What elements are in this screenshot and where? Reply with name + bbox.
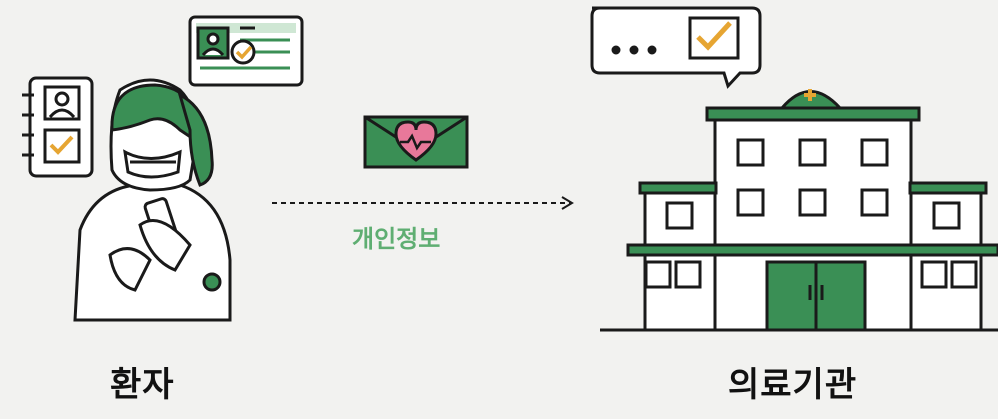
hospital-building (600, 89, 998, 332)
hospital-label: 의료기관 (728, 365, 858, 405)
patient-label: 환자 (110, 365, 175, 405)
envelope-heart-icon (363, 115, 469, 169)
personal-info-label: 개인정보 (352, 225, 441, 253)
notebook-icon (22, 76, 94, 178)
patient-figure (73, 78, 232, 322)
id-card-icon (188, 15, 304, 87)
transfer-arrow (272, 196, 574, 210)
speech-bubble-check-icon (590, 6, 762, 89)
